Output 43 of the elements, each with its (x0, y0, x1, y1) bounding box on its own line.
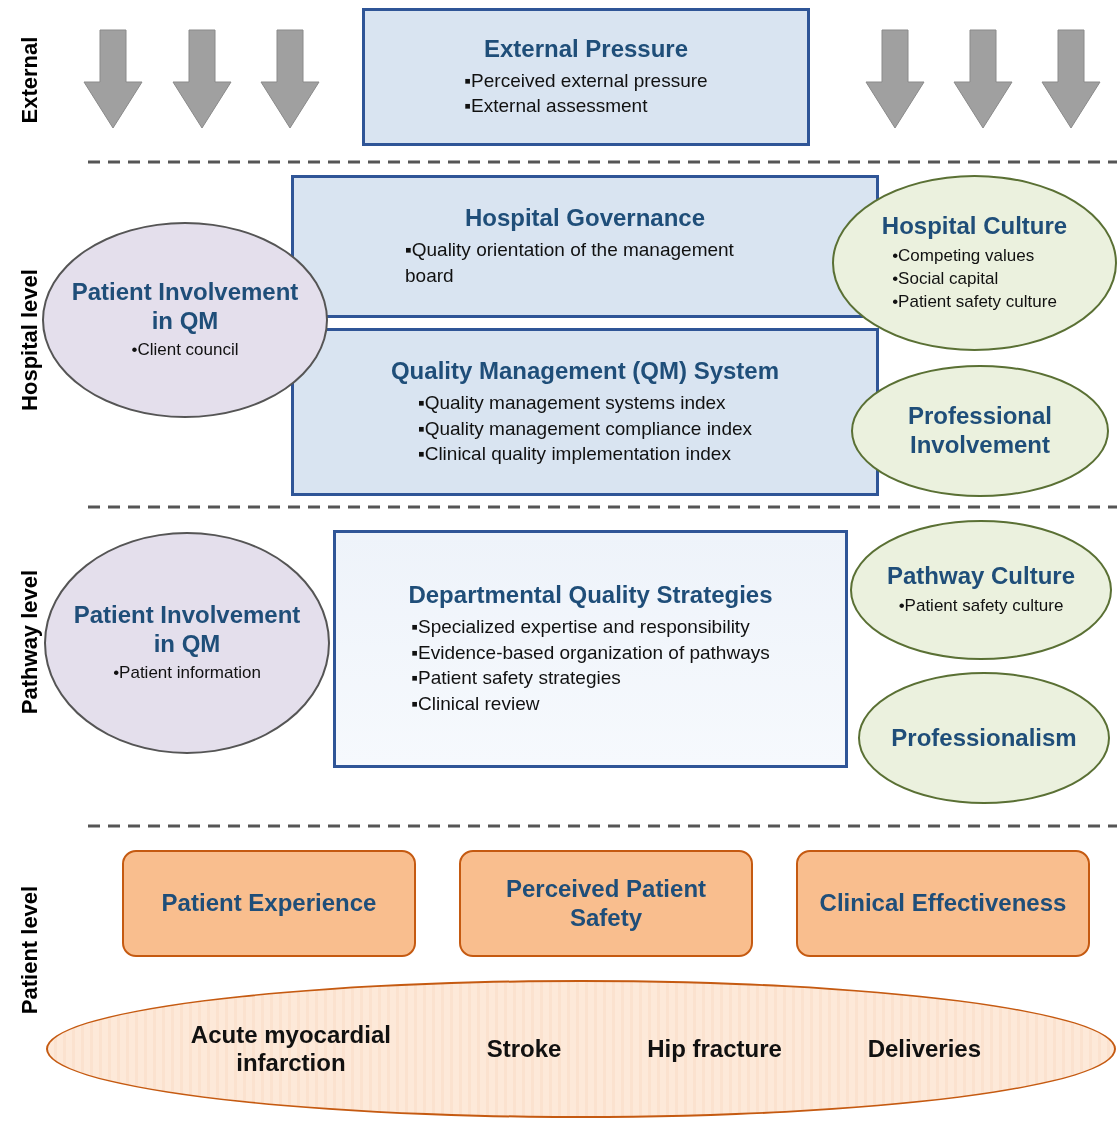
bullet-item: ▪External assessment (464, 94, 649, 119)
bullet-item: •Patient information (113, 662, 261, 685)
bullet-item: ▪Clinical quality implementation index (417, 442, 732, 467)
bullet-item: ▪Evidence-based organization of pathways (411, 640, 770, 665)
bullet-item: ▪Quality orientation of the management board (405, 238, 735, 288)
level-label: Pathway level (17, 569, 43, 715)
heading: Hospital Governance (464, 204, 706, 234)
heading: Departmental Quality Strategies (408, 581, 773, 611)
factor-label: Professional Involvement (906, 402, 1053, 460)
outcome-box (459, 850, 753, 957)
factor-box (291, 328, 879, 496)
condition-label: Acute myocardial infarction (189, 1021, 392, 1077)
heading: External Pressure (483, 34, 689, 64)
level-label: External (17, 36, 43, 124)
bullet-item: •Competing values (892, 245, 1036, 267)
outcome-box (796, 850, 1090, 957)
bullet-item: ▪Quality management compliance index (417, 416, 753, 441)
factor-label: Patient Experience (160, 889, 378, 918)
heading: Patient Involvement in QM (72, 600, 302, 659)
bullet-item: ▪Patient safety strategies (411, 666, 622, 691)
condition-label: Deliveries (867, 1035, 982, 1063)
bullet-item: ▪Specialized expertise and responsibility (411, 615, 751, 640)
factor-label: Professionalism (890, 723, 1078, 753)
condition-label: Stroke (486, 1035, 562, 1063)
bullet-item: ▪Clinical review (411, 692, 541, 717)
heading: Pathway Culture (885, 562, 1076, 591)
factor-box (333, 530, 848, 768)
bullet-item: •Patient safety culture (898, 594, 1064, 617)
factor-label: Clinical Effectiveness (818, 889, 1068, 918)
condition-label: Hip fracture (647, 1035, 782, 1063)
bullet-item: ▪Perceived external pressure (464, 68, 708, 93)
level-label: Hospital level (17, 269, 43, 411)
heading: Hospital Culture (880, 212, 1069, 241)
bullet-item: •Social capital (892, 267, 1000, 290)
outcome-box (122, 850, 416, 957)
level-label: Patient level (17, 885, 43, 1015)
heading: Quality Management (QM) System (390, 357, 780, 386)
factor-box (362, 8, 810, 146)
bullet-item: •Patient safety culture (892, 290, 1057, 313)
bullet-item: ▪Quality management systems index (417, 390, 727, 415)
factor-label: Perceived Patient Safety (504, 874, 708, 933)
bullet-item: •Client council (131, 339, 239, 362)
heading: Patient Involvement in QM (70, 277, 300, 336)
